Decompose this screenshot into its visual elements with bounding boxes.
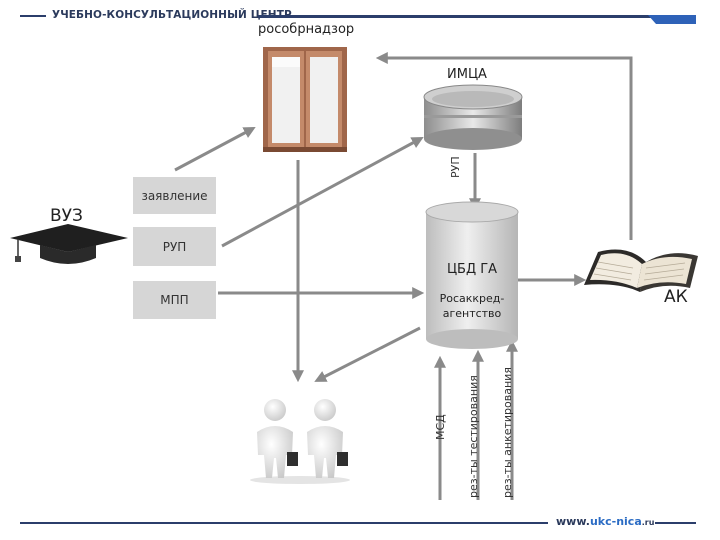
rez-test-label: рез-ты тестирования — [467, 375, 480, 498]
msd-label: МСД — [434, 414, 447, 440]
box-mpp: МПП — [133, 281, 216, 319]
header-title: УЧЕБНО-КОНСУЛЬТАЦИОННЫЙ ЦЕНТР — [52, 9, 292, 21]
footer-line-right — [655, 522, 696, 524]
rosobrnadzor-label: рособрнадзор — [258, 22, 355, 37]
cbd-line-2: Росаккред- — [439, 292, 505, 305]
ak-label: АК — [664, 287, 688, 307]
vuz-label: ВУЗ — [50, 206, 83, 226]
imca-label: ИМЦА — [447, 67, 487, 82]
arrow-ak-to-rosobrnadzor — [375, 52, 633, 240]
cbd-title: ЦБД ГА — [446, 262, 498, 277]
box-rup: РУП — [133, 227, 216, 266]
footer-url: www.ukc-nica.ru — [556, 515, 654, 528]
footer-url-brand: ukc-nica — [589, 515, 642, 528]
footer-url-prefix: www. — [556, 515, 590, 528]
footer-url-suffix: .ru — [641, 518, 655, 527]
header-line-left — [20, 15, 46, 17]
rez-anket-label: рез-ты анкетирования — [501, 367, 514, 498]
arrow-rup-to-imca — [221, 137, 424, 248]
arrow-zayavlenie-to-rosobrnadzor — [174, 127, 256, 172]
header-line-right — [258, 15, 696, 18]
footer-line-left — [20, 522, 548, 524]
rup-arrow-label: РУП — [449, 156, 462, 178]
cbd-line-3: агентство — [442, 307, 502, 320]
box-zayavlenie: заявление — [133, 177, 216, 214]
arrow-cbd-to-experts — [314, 326, 421, 382]
corner-tab-icon — [648, 15, 696, 24]
